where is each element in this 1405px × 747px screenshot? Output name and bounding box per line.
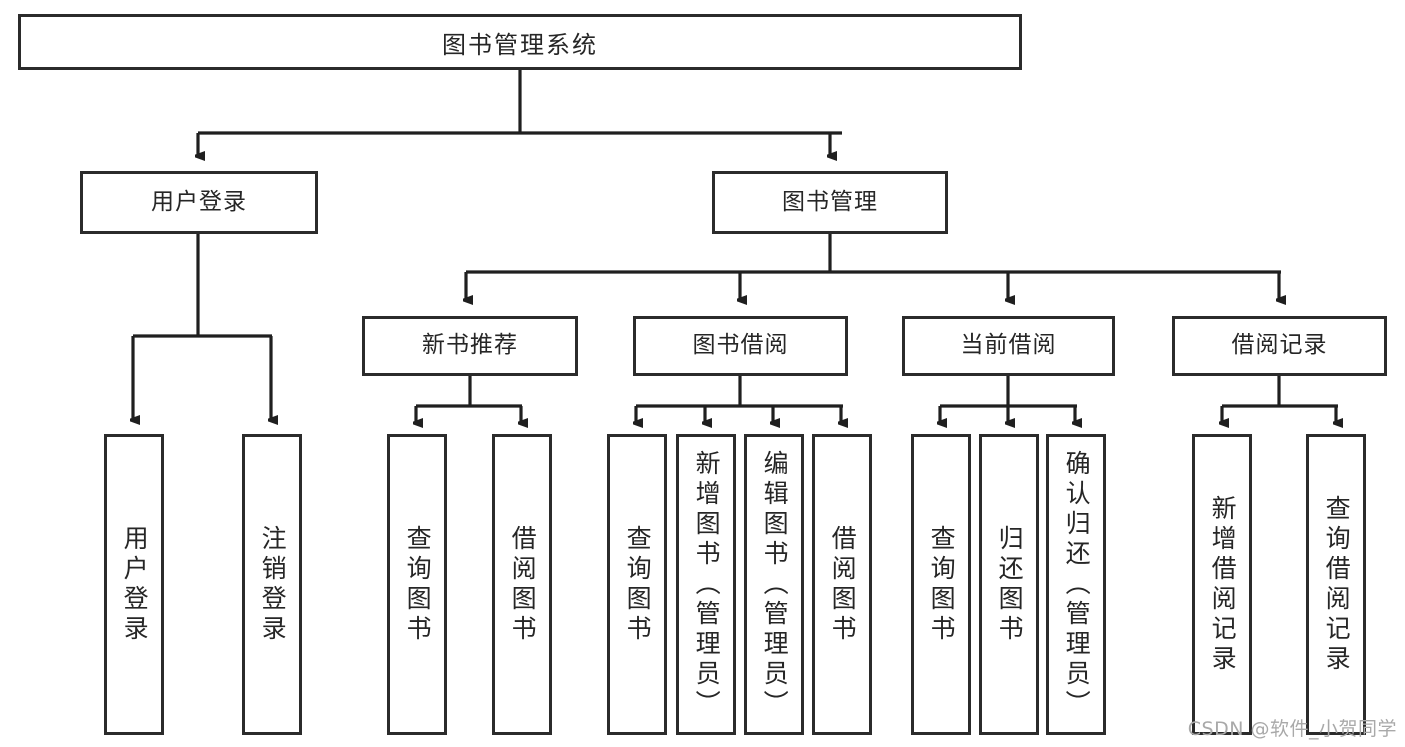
node-book-management[interactable]: 图书管理 — [712, 171, 948, 234]
leaf-book-borrow-query-label: 查询图书 — [623, 524, 653, 645]
node-book-borrow-label: 图书借阅 — [692, 332, 789, 359]
leaf-user-login-logout[interactable]: 注销登录 — [242, 434, 302, 735]
leaf-new-book-borrow-label: 借阅图书 — [508, 524, 538, 645]
leaf-borrow-record-add-label: 新增借阅记录 — [1208, 494, 1238, 675]
leaf-current-borrow-query[interactable]: 查询图书 — [911, 434, 971, 735]
node-book-management-label: 图书管理 — [782, 188, 878, 215]
node-borrow-record-label: 借阅记录 — [1231, 332, 1328, 359]
node-current-borrow[interactable]: 当前借阅 — [902, 316, 1115, 376]
leaf-user-login-login-label: 用户登录 — [120, 524, 150, 645]
leaf-borrow-record-add[interactable]: 新增借阅记录 — [1192, 434, 1252, 735]
leaf-book-borrow-add[interactable]: 新增图书（管理员） — [676, 434, 736, 735]
node-borrow-record[interactable]: 借阅记录 — [1172, 316, 1387, 376]
leaf-new-book-borrow[interactable]: 借阅图书 — [492, 434, 552, 735]
node-user-login-label: 用户登录 — [151, 188, 247, 215]
leaf-new-book-query-label: 查询图书 — [403, 524, 433, 645]
leaf-user-login-logout-label: 注销登录 — [258, 524, 288, 645]
leaf-book-borrow-edit-label: 编辑图书（管理员） — [760, 449, 790, 720]
leaf-book-borrow-edit[interactable]: 编辑图书（管理员） — [744, 434, 804, 735]
leaf-user-login-login[interactable]: 用户登录 — [104, 434, 164, 735]
leaf-book-borrow-borrow-label: 借阅图书 — [828, 524, 858, 645]
node-book-borrow[interactable]: 图书借阅 — [633, 316, 848, 376]
node-user-login[interactable]: 用户登录 — [80, 171, 318, 234]
leaf-book-borrow-borrow[interactable]: 借阅图书 — [812, 434, 872, 735]
leaf-book-borrow-query[interactable]: 查询图书 — [607, 434, 667, 735]
leaf-current-borrow-confirm-return[interactable]: 确认归还（管理员） — [1046, 434, 1106, 735]
leaf-borrow-record-query[interactable]: 查询借阅记录 — [1306, 434, 1366, 735]
leaf-current-borrow-confirm-return-label: 确认归还（管理员） — [1062, 449, 1092, 720]
node-root-system[interactable]: 图书管理系统 — [18, 14, 1022, 70]
node-current-borrow-label: 当前借阅 — [960, 332, 1057, 359]
node-root-system-label: 图书管理系统 — [442, 30, 598, 59]
leaf-new-book-query[interactable]: 查询图书 — [387, 434, 447, 735]
leaf-current-borrow-return-label: 归还图书 — [995, 524, 1025, 645]
watermark-text: CSDN @软件_小贺同学 — [1187, 718, 1397, 740]
node-new-book-recommend-label: 新书推荐 — [422, 332, 518, 359]
leaf-current-borrow-query-label: 查询图书 — [927, 524, 957, 645]
leaf-borrow-record-query-label: 查询借阅记录 — [1322, 494, 1352, 675]
node-new-book-recommend[interactable]: 新书推荐 — [362, 316, 578, 376]
leaf-current-borrow-return[interactable]: 归还图书 — [979, 434, 1039, 735]
leaf-book-borrow-add-label: 新增图书（管理员） — [692, 449, 722, 720]
